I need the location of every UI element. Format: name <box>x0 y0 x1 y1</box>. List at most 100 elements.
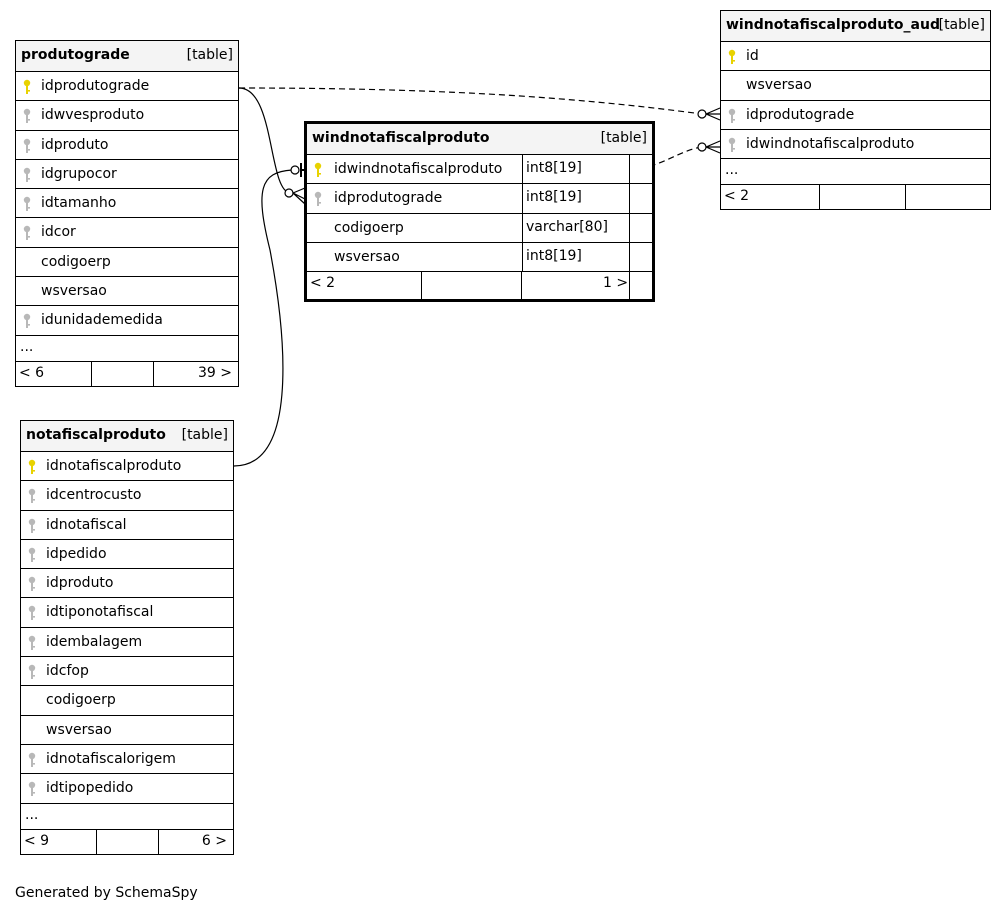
primary-key-icon <box>27 459 37 475</box>
table-produtograde[interactable]: produtograde [table] idprodutograde idwve… <box>15 40 239 387</box>
children-count[interactable]: 1 > <box>603 275 629 292</box>
column-name: id <box>746 48 759 64</box>
column-name: idwindnotafiscalproduto <box>334 161 503 177</box>
column-row[interactable]: idwvesproduto <box>16 101 238 131</box>
parents-count[interactable]: < 9 <box>24 832 50 849</box>
column-name: idtiponotafiscal <box>46 604 154 621</box>
ellipsis-text: ... <box>25 806 39 823</box>
edge-wind-crowfoot <box>292 187 306 205</box>
table-header: windnotafiscalproduto [table] <box>307 124 652 155</box>
column-row[interactable]: wsversao int8[19] <box>307 242 652 273</box>
column-row[interactable]: idprodutograde <box>721 101 990 130</box>
column-name: idnotafiscalproduto <box>46 458 182 474</box>
parents-count[interactable]: < 2 <box>724 188 750 205</box>
column-name: idprodutograde <box>334 190 443 207</box>
column-row[interactable]: idcfop <box>21 657 233 687</box>
column-name: codigoerp <box>334 219 404 236</box>
foreign-key-icon <box>27 547 37 563</box>
table-notafiscalproduto[interactable]: notafiscalproduto [table] idnotafiscalpr… <box>20 420 234 855</box>
column-name: idembalagem <box>46 633 143 650</box>
table-windnotafiscalproduto[interactable]: windnotafiscalproduto [table] idwindnota… <box>304 121 655 303</box>
table-footer: < 2 1 > <box>307 272 652 300</box>
column-row[interactable]: idproduto <box>16 131 238 160</box>
column-row[interactable]: codigoerp <box>21 686 233 716</box>
column-type: int8[19] <box>522 242 631 272</box>
column-row[interactable]: idtipopedido <box>21 774 233 804</box>
foreign-key-icon <box>313 191 323 207</box>
edge-wind-zero-marker <box>284 188 294 198</box>
table-type-label: [table] <box>938 17 985 33</box>
table-type-label: [table] <box>600 130 647 146</box>
column-row[interactable]: wsversao <box>721 71 990 101</box>
foreign-key-icon <box>22 313 32 329</box>
table-type-label: [table] <box>186 47 233 63</box>
column-row[interactable]: idnotafiscal <box>21 511 233 540</box>
column-row[interactable]: idtamanho <box>16 189 238 219</box>
table-name[interactable]: notafiscalproduto <box>26 427 166 443</box>
children-count[interactable]: 39 > <box>198 364 232 381</box>
column-row[interactable]: idnotafiscalorigem <box>21 745 233 775</box>
column-row[interactable]: idwindnotafiscalproduto <box>721 130 990 160</box>
children-count[interactable]: 6 > <box>201 832 227 849</box>
column-name: idproduto <box>46 575 114 592</box>
column-row[interactable]: idcentrocusto <box>21 481 233 511</box>
column-row[interactable]: idproduto <box>21 569 233 599</box>
table-header: windnotafiscalproduto_aud [table] <box>721 11 990 42</box>
table-name[interactable]: produtograde <box>21 47 130 63</box>
column-row[interactable]: idunidademedida <box>16 306 238 336</box>
column-name: idcfop <box>46 663 89 680</box>
edge-notafiscal-to-wind <box>233 169 293 467</box>
column-row[interactable]: idcor <box>16 218 238 248</box>
parents-count[interactable]: < 6 <box>19 364 45 381</box>
column-row[interactable]: idgrupocor <box>16 160 238 190</box>
column-name: wsversao <box>746 77 812 94</box>
column-row[interactable]: idnotafiscalproduto <box>21 452 233 482</box>
column-name: idprodutograde <box>746 106 855 123</box>
column-name: idpedido <box>46 545 107 562</box>
column-row[interactable]: idembalagem <box>21 628 233 658</box>
column-type: varchar[80] <box>522 213 631 242</box>
column-name: wsversao <box>41 283 107 300</box>
column-name: idcor <box>41 224 76 241</box>
foreign-key-icon <box>27 488 37 504</box>
primary-key-icon <box>313 162 323 178</box>
column-row[interactable]: wsversao <box>21 716 233 745</box>
column-name: idnotafiscalorigem <box>46 750 176 767</box>
column-row[interactable]: id <box>721 42 990 72</box>
column-name: idnotafiscal <box>46 516 127 533</box>
foreign-key-icon <box>22 225 32 241</box>
column-row[interactable]: idprodutograde <box>16 72 238 102</box>
column-row[interactable]: codigoerp <box>16 248 238 278</box>
table-name[interactable]: windnotafiscalproduto <box>312 130 490 146</box>
table-footer: < 2 <box>721 185 990 210</box>
ellipsis-text: ... <box>20 338 34 355</box>
foreign-key-icon <box>27 576 37 592</box>
parents-count[interactable]: < 2 <box>310 275 336 292</box>
column-name: codigoerp <box>46 692 116 709</box>
column-row[interactable]: idpedido <box>21 540 233 570</box>
edge-wind-to-aud <box>629 146 703 171</box>
table-windnotafiscalproduto-aud[interactable]: windnotafiscalproduto_aud [table] id wsve… <box>720 10 991 211</box>
column-spare-cell <box>629 184 652 213</box>
primary-key-icon <box>727 49 737 65</box>
foreign-key-icon <box>727 108 737 124</box>
column-row[interactable]: idtiponotafiscal <box>21 598 233 628</box>
more-columns-ellipsis: ... <box>16 336 238 362</box>
column-name: idcentrocusto <box>46 487 142 504</box>
table-name[interactable]: windnotafiscalproduto_aud <box>726 17 940 33</box>
column-row[interactable]: codigoerp varchar[80] <box>307 213 652 243</box>
foreign-key-icon <box>727 137 737 153</box>
foreign-key-icon <box>22 108 32 124</box>
column-row[interactable]: wsversao <box>16 277 238 307</box>
foreign-key-icon <box>27 752 37 768</box>
edge-aud-crowfoot <box>705 107 721 121</box>
column-name: idwindnotafiscalproduto <box>746 135 915 152</box>
column-spare-cell <box>629 242 652 272</box>
foreign-key-icon <box>27 664 37 680</box>
column-name: wsversao <box>334 248 400 265</box>
edge-aud2-crowfoot <box>705 140 721 154</box>
column-name: idwvesproduto <box>41 107 145 124</box>
